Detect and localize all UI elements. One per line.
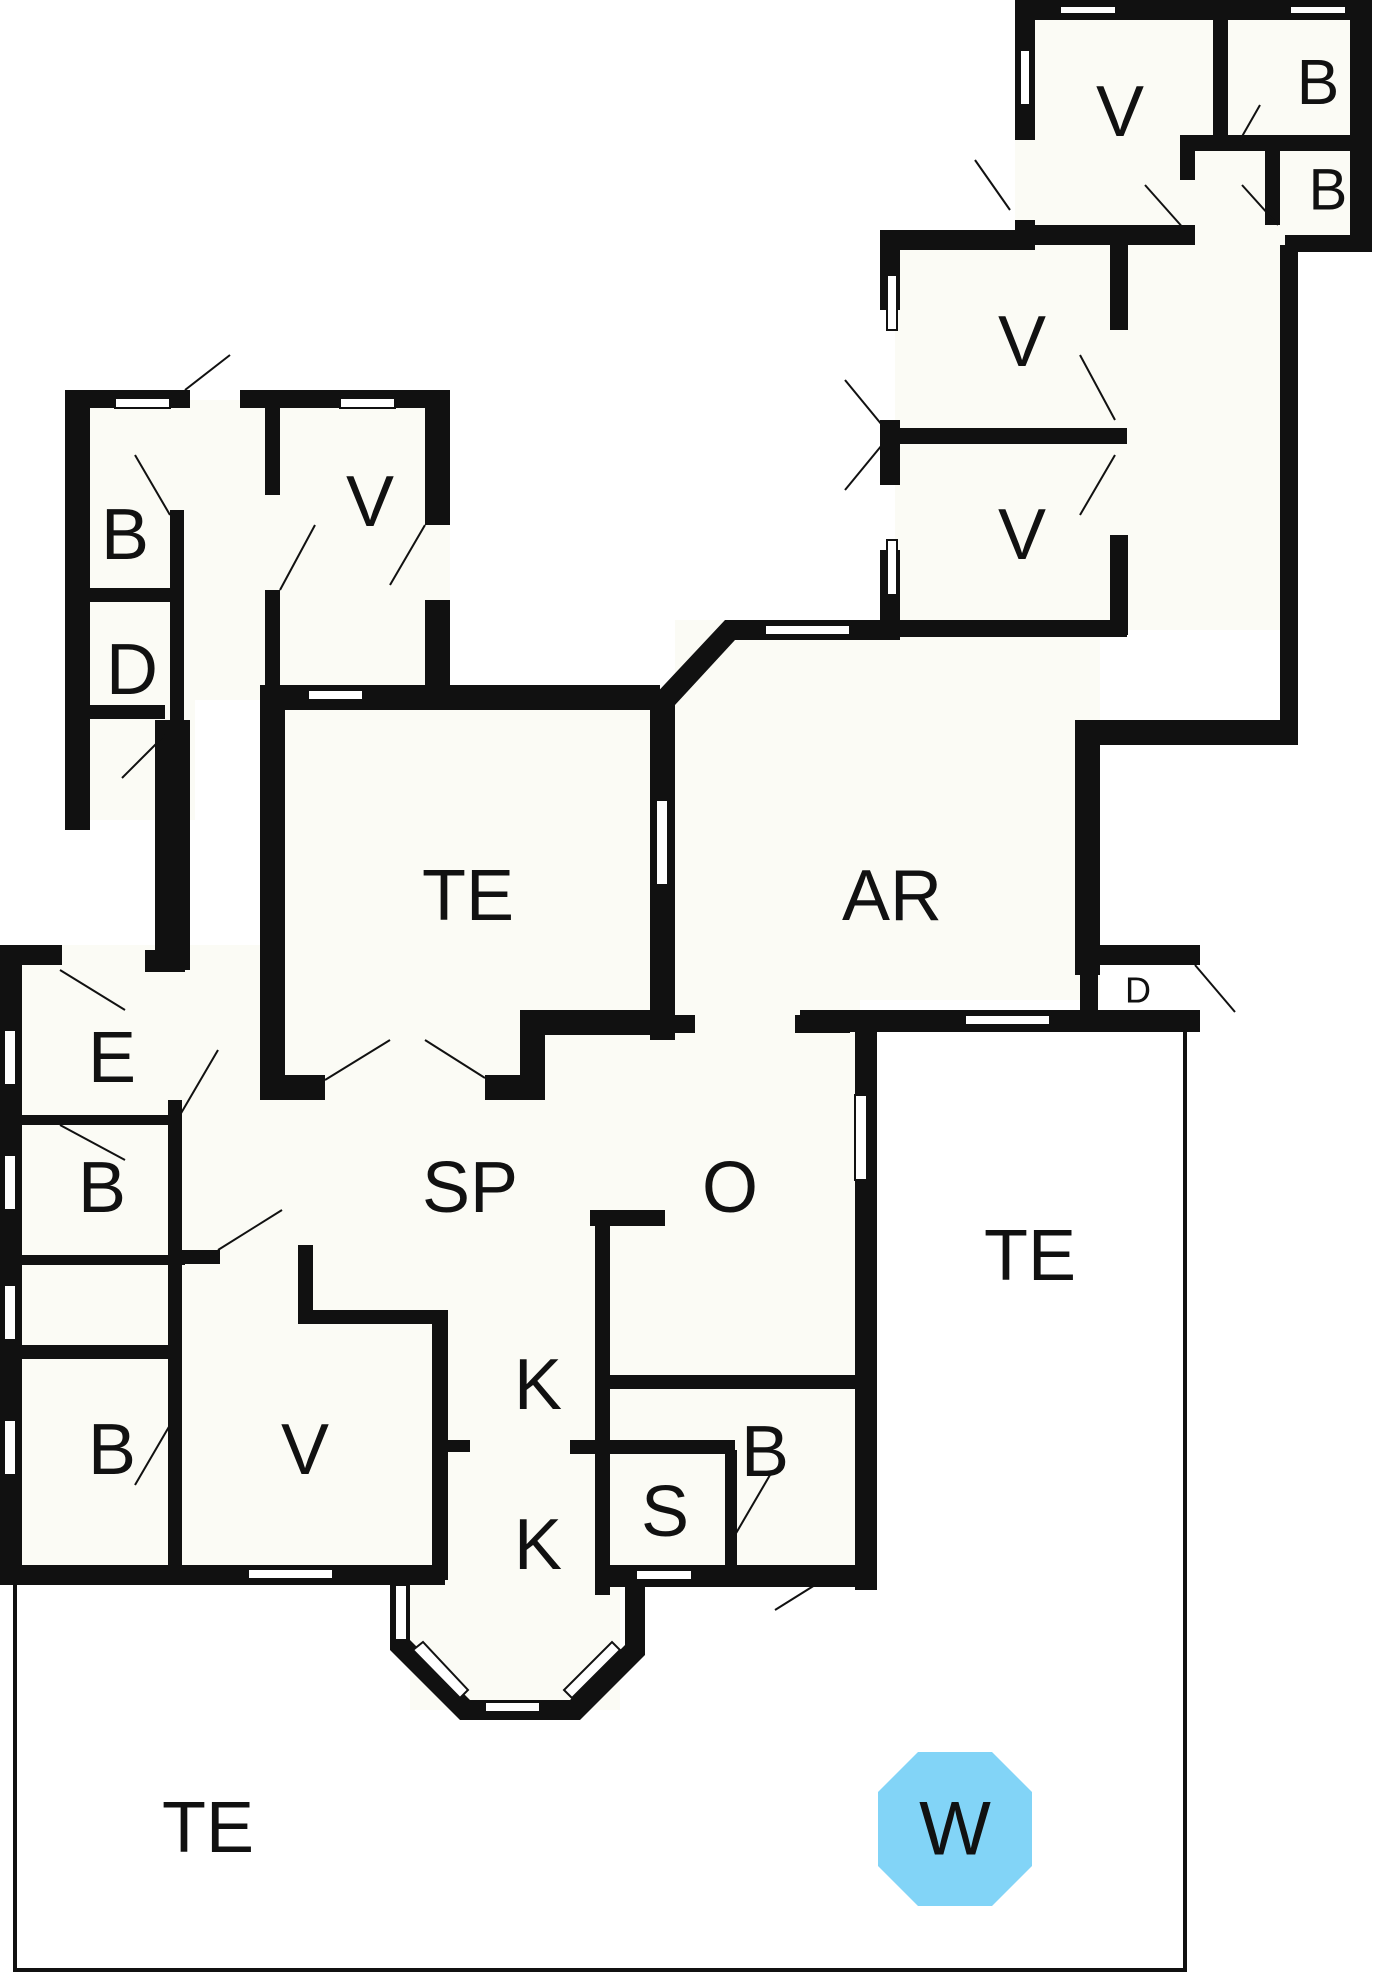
room-label-b-top-lower: B (1309, 158, 1348, 223)
room-label-e-left: E (88, 1018, 136, 1098)
room-label-v-mid-upper: V (998, 302, 1046, 382)
room-label-b-left-top: B (101, 495, 149, 575)
room-label-d-left: D (106, 630, 158, 710)
room-labels: V B B V V B D V TE AR D E B SP O TE K K … (78, 46, 1347, 1868)
room-label-b-bottom-right: B (741, 1412, 789, 1492)
pool-octagon (878, 1752, 1032, 1906)
room-label-o: O (702, 1148, 758, 1228)
room-label-b-bottom-left: B (88, 1410, 136, 1490)
room-label-v-top: V (1096, 72, 1144, 152)
room-label-b-top-upper: B (1297, 46, 1340, 118)
pool-label: W (919, 1787, 991, 1872)
room-label-k-upper: K (514, 1345, 562, 1425)
room-label-te-center: TE (422, 856, 514, 936)
room-label-sp: SP (422, 1148, 518, 1228)
floor-areas (20, 10, 1370, 1710)
doors (59, 104, 1279, 1611)
room-label-s: S (641, 1472, 689, 1552)
room-label-b-left-mid: B (78, 1148, 126, 1228)
room-label-d-small: D (1125, 970, 1151, 1011)
room-label-v-left-top: V (346, 462, 394, 542)
pool: W (878, 1752, 1032, 1906)
room-label-te-right: TE (984, 1216, 1076, 1296)
windows (3, 5, 1347, 1713)
room-label-k-lower: K (514, 1505, 562, 1585)
room-label-v-bottom: V (281, 1410, 329, 1490)
room-label-v-mid-lower: V (998, 495, 1046, 575)
room-label-ar: AR (842, 856, 942, 936)
room-label-te-bottom: TE (162, 1788, 254, 1868)
